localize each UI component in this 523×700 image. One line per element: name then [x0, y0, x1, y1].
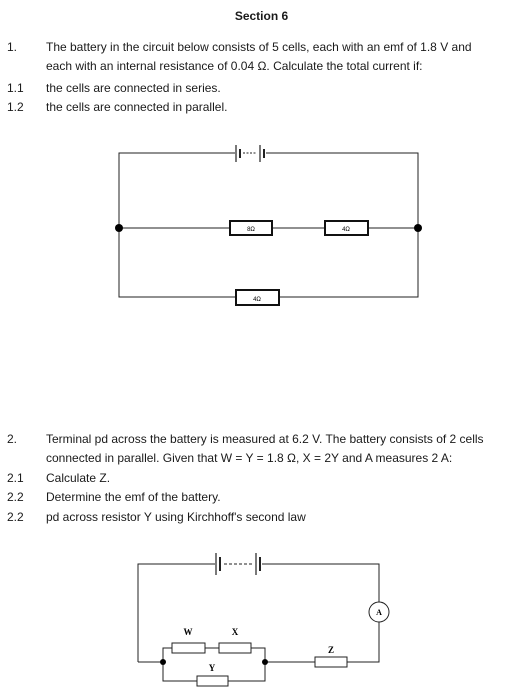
q2-ammeter-label: A: [376, 608, 382, 617]
q1-top-wire-left: [118, 152, 235, 228]
q1-text-line1: The battery in the circuit below consist…: [46, 40, 472, 54]
q1-label-4ohm-bottom: 4Ω: [253, 297, 261, 303]
q1-junction-right: [414, 224, 422, 232]
q1-top-wire-right: [266, 152, 419, 228]
q2-junction-right: [262, 659, 268, 665]
q2-label-x: X: [232, 627, 239, 637]
q2-number: 2.: [7, 432, 18, 446]
q1-2-text: the cells are connected in parallel.: [46, 100, 228, 114]
q2-1-text: Calculate Z.: [46, 471, 111, 485]
q2-right-wire: [265, 622, 380, 663]
q1-resistor-4ohm-series: [324, 220, 369, 236]
q2-text-line2: connected in parallel. Given that W = Y …: [46, 451, 453, 465]
q2-label-w: W: [184, 627, 193, 637]
q2-circuit-diagram: W X Y Z A: [137, 553, 390, 687]
q2-junction-left: [160, 659, 166, 665]
q1-circuit-diagram: 8Ω 4Ω 4Ω: [115, 145, 422, 306]
q1-text-line2: each with an internal resistance of 0.04…: [46, 59, 423, 73]
q2-battery-icon: [215, 553, 261, 575]
q1-label-4ohm-series: 4Ω: [342, 227, 350, 233]
q2-resistor-y: [196, 675, 229, 687]
q2-1-number: 2.1: [7, 471, 24, 485]
q1-resistor-4ohm-bottom: [235, 289, 280, 306]
q2-label-y: Y: [209, 663, 216, 673]
q2-label-z: Z: [328, 645, 334, 655]
q2-text-line1: Terminal pd across the battery is measur…: [46, 432, 484, 446]
section-title: Section 6: [234, 9, 289, 23]
q1-2-number: 1.2: [7, 100, 24, 114]
q2-upper-branch: [162, 647, 266, 662]
q1-1-number: 1.1: [7, 81, 24, 95]
q1-bottom-wire: [118, 228, 419, 298]
q2-3-text: pd across resistor Y using Kirchhoff's s…: [46, 510, 306, 524]
q2-ammeter-icon: [368, 601, 390, 623]
q2-resistor-w: [171, 642, 206, 654]
q2-lower-branch: [162, 662, 266, 682]
q2-top-wire-left: [137, 563, 215, 662]
q2-2-number: 2.2: [7, 490, 24, 504]
q2-3-number: 2.2: [7, 510, 24, 524]
q1-resistor-8ohm: [229, 220, 273, 236]
q1-junction-left: [115, 224, 123, 232]
q2-resistor-z: [314, 656, 348, 668]
q1-1-text: the cells are connected in series.: [46, 81, 221, 95]
q1-label-8ohm: 8Ω: [247, 227, 255, 233]
q2-top-wire-right: [262, 563, 380, 602]
q2-resistor-x: [218, 642, 252, 654]
q1-number: 1.: [7, 40, 18, 54]
q1-battery-icon: [235, 145, 265, 162]
q2-2-text: Determine the emf of the battery.: [46, 490, 221, 504]
